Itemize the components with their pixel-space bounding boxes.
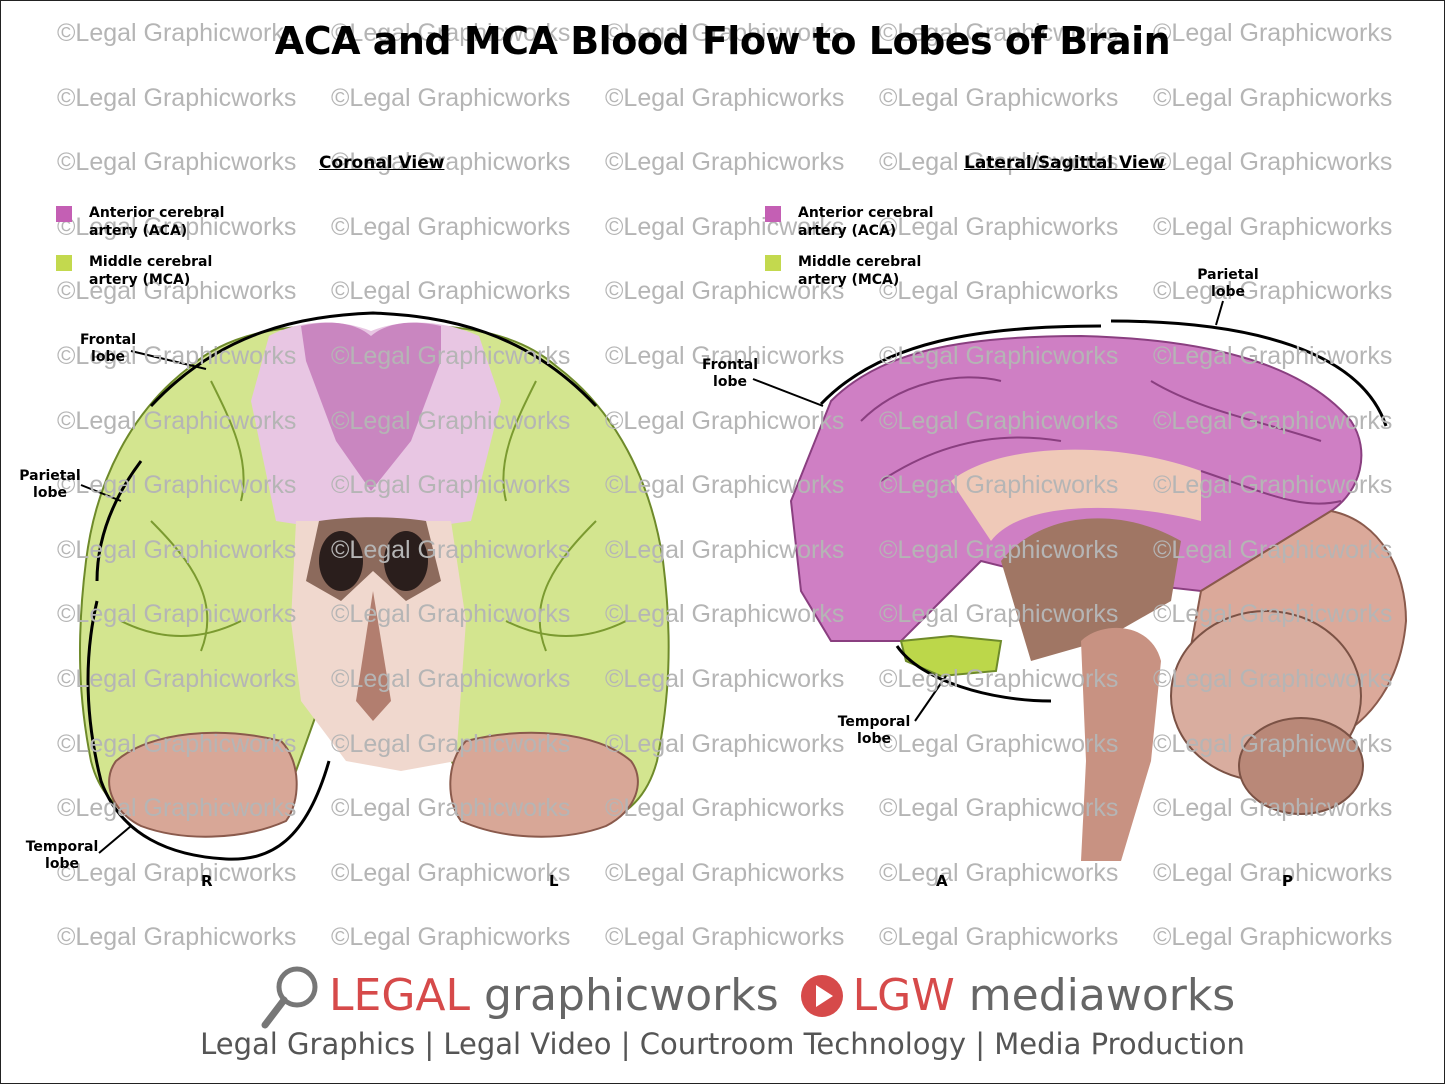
lateral-temporal-label: Temporal lobe	[837, 714, 911, 747]
aca-swatch	[56, 206, 72, 222]
coronal-view-title: Coronal View	[319, 153, 445, 173]
aca-swatch	[765, 206, 781, 222]
lateral-view-title: Lateral/Sagittal View	[964, 153, 1165, 173]
coronal-legend-aca: Anterior cerebral artery (ACA)	[56, 204, 229, 240]
brand-mediaworks-word: mediaworks	[968, 970, 1236, 1021]
lateral-orientation-left: A	[936, 872, 948, 890]
coronal-temporal-label: Temporal lobe	[25, 839, 99, 872]
coronal-parietal-label: Parietal lobe	[19, 468, 81, 501]
lateral-orientation-right: P	[1282, 872, 1293, 890]
mca-swatch	[765, 255, 781, 271]
lateral-parietal-label: Parietal lobe	[1197, 267, 1259, 300]
brand-logo-row: LEGAL graphicworks LGW mediaworks	[259, 963, 1235, 1029]
lateral-legend-mca: Middle cerebral artery (MCA)	[765, 253, 938, 289]
brand-legal-word: LEGAL	[329, 970, 471, 1021]
magnifier-icon	[261, 966, 318, 1029]
coronal-orientation-left: R	[201, 872, 213, 890]
coronal-legend-mca: Middle cerebral artery (MCA)	[56, 253, 229, 289]
legend-label: Anterior cerebral artery (ACA)	[798, 205, 934, 239]
sagittal-mca-region	[899, 634, 1003, 678]
legend-label: Middle cerebral artery (MCA)	[798, 254, 922, 288]
legend-label: Middle cerebral artery (MCA)	[89, 254, 213, 288]
brand-lgw-word: LGW	[852, 970, 955, 1021]
lateral-legend-aca: Anterior cerebral artery (ACA)	[765, 204, 938, 240]
coronal-orientation-right: L	[549, 872, 559, 890]
brand-graphicworks-word: graphicworks	[484, 970, 779, 1021]
page-title: ACA and MCA Blood Flow to Lobes of Brain	[274, 19, 1171, 63]
play-icon	[800, 975, 843, 1017]
lateral-frontal-label: Frontal lobe	[701, 357, 759, 390]
mca-swatch	[56, 255, 72, 271]
coronal-frontal-label: Frontal lobe	[79, 332, 137, 365]
brand-tagline: Legal Graphics | Legal Video | Courtroom…	[200, 1027, 1245, 1061]
legend-label: Anterior cerebral artery (ACA)	[89, 205, 225, 239]
